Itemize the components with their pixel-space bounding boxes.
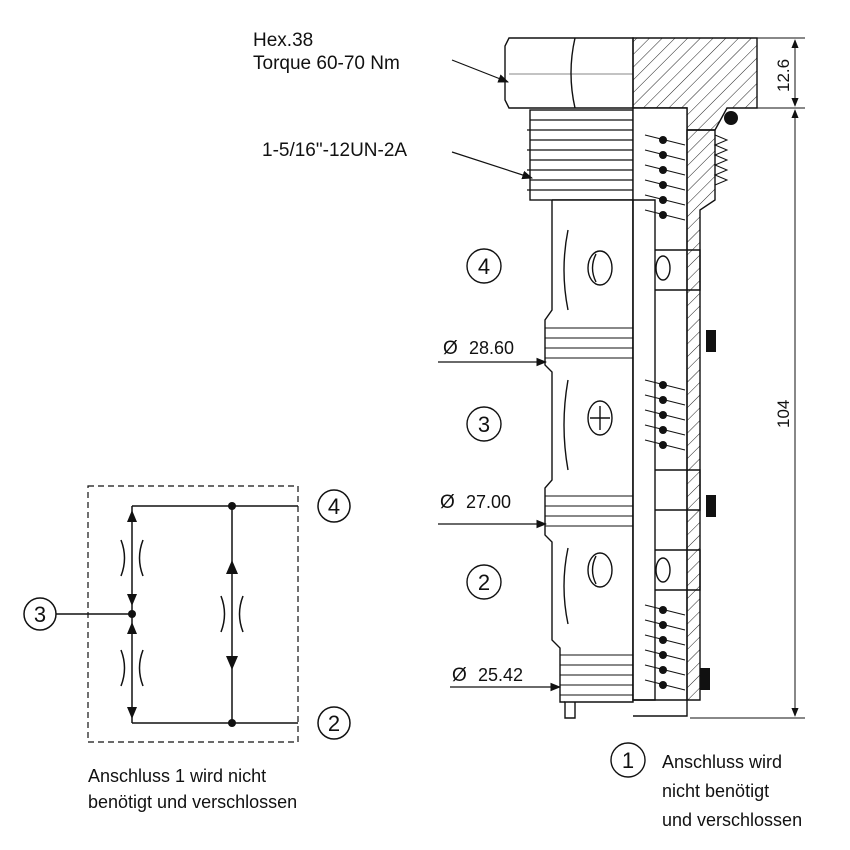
right-note-line3: und verschlossen bbox=[662, 810, 802, 830]
diameter-symbol-2: Ø bbox=[440, 492, 455, 513]
torque-label: Torque 60-70 Nm bbox=[253, 53, 400, 74]
left-note-line1: Anschluss 1 wird nicht bbox=[88, 766, 266, 786]
valve-cartridge bbox=[504, 37, 758, 719]
leader-lines bbox=[438, 59, 562, 692]
diameter-symbol-1: Ø bbox=[443, 338, 458, 359]
dimension-top: 12.6 bbox=[774, 59, 793, 92]
port-circle-2-schematic bbox=[317, 706, 351, 740]
diameter-label-2: 27.00 bbox=[466, 492, 511, 512]
valve-port-markers bbox=[466, 248, 646, 778]
hex-label: Hex.38 bbox=[253, 30, 313, 51]
port-circle-3-schematic bbox=[23, 597, 57, 631]
port-2-label: 2 bbox=[478, 570, 490, 595]
port-3-label: 3 bbox=[478, 412, 490, 437]
diameter-symbol-3: Ø bbox=[452, 665, 467, 686]
port-circle-2 bbox=[466, 564, 502, 600]
left-note-line2: benötigt und verschlossen bbox=[88, 792, 297, 812]
dimension-lines bbox=[690, 37, 805, 719]
thread-lines bbox=[527, 119, 633, 191]
right-note-line1: Anschluss wird bbox=[662, 752, 782, 772]
port-circle-4 bbox=[466, 248, 502, 284]
port-circle-3 bbox=[466, 406, 502, 442]
port-1-label: 1 bbox=[622, 748, 634, 773]
schematic-port-2-label: 2 bbox=[328, 711, 340, 736]
dimension-length: 104 bbox=[774, 400, 793, 428]
thread-label: 1-5/16"-12UN-2A bbox=[262, 140, 407, 161]
hex-nut bbox=[504, 37, 634, 109]
hydraulic-schematic bbox=[23, 485, 351, 743]
schematic-port-3-label: 3 bbox=[34, 602, 46, 627]
port-circle-4-schematic bbox=[317, 489, 351, 523]
spring-lines bbox=[644, 134, 686, 691]
port-circle-1 bbox=[610, 742, 646, 778]
port-4-label: 4 bbox=[478, 254, 490, 279]
schematic-port-4-label: 4 bbox=[328, 494, 340, 519]
right-note-line2: nicht benötigt bbox=[662, 781, 769, 801]
thread-body bbox=[529, 109, 634, 201]
diameter-label-1: 28.60 bbox=[469, 338, 514, 358]
collar-rings bbox=[545, 327, 633, 696]
diameter-label-3: 25.42 bbox=[478, 665, 523, 685]
